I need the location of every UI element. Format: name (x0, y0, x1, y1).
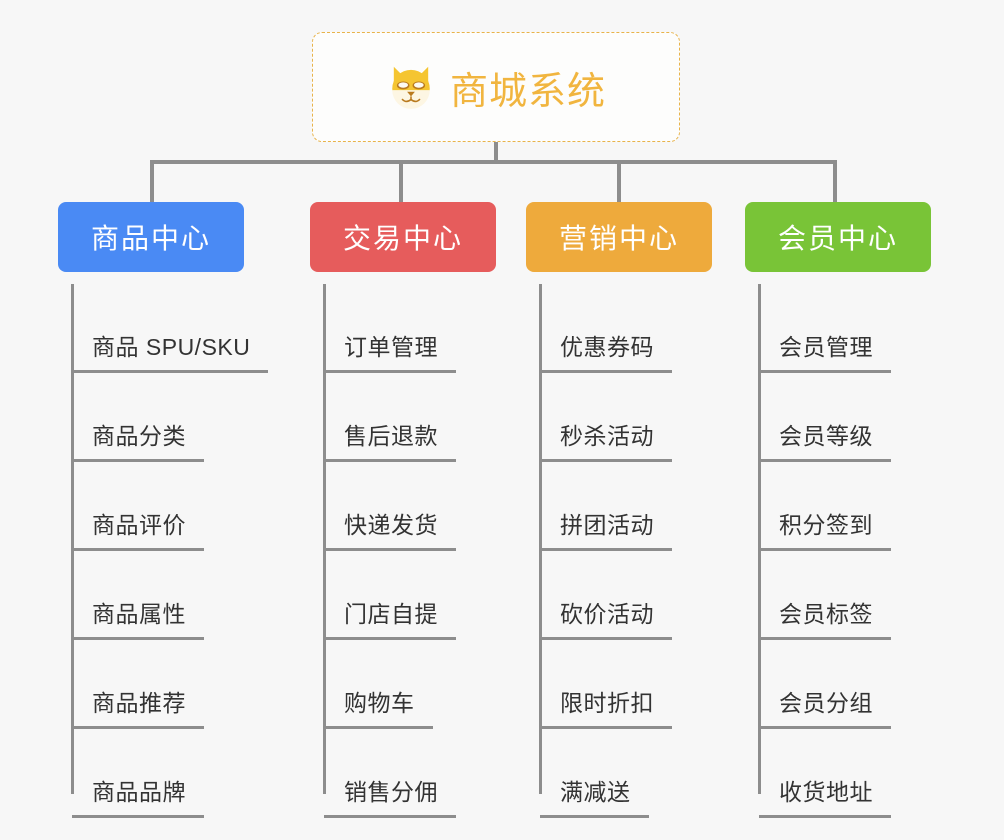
category-header-label: 会员中心 (777, 223, 898, 254)
leaf-item[interactable]: 商品评价 (72, 462, 244, 551)
leaf-item[interactable]: 积分签到 (759, 462, 931, 551)
connector-root-stem (494, 142, 498, 164)
leaf-item-label: 销售分佣 (344, 779, 438, 805)
leaf-item[interactable]: 商品品牌 (72, 729, 244, 818)
leaf-item-label: 商品属性 (92, 601, 186, 627)
leaf-item[interactable]: 购物车 (324, 640, 496, 729)
leaf-item[interactable]: 收货地址 (759, 729, 931, 818)
leaf-item[interactable]: 会员等级 (759, 373, 931, 462)
branch-column-trade: 交易中心 订单管理 售后退款 快递发货 门店自提 购物车 销售分佣 (310, 202, 496, 818)
leaf-item[interactable]: 商品属性 (72, 551, 244, 640)
leaf-item-label: 会员等级 (779, 423, 873, 449)
leaf-item[interactable]: 会员管理 (759, 284, 931, 373)
connector-drop-2 (617, 160, 621, 202)
leaf-item-label: 购物车 (344, 690, 415, 716)
leaf-item-label: 商品评价 (92, 512, 186, 538)
leaf-item-label: 售后退款 (344, 423, 438, 449)
category-header-member[interactable]: 会员中心 (745, 202, 931, 272)
root-node[interactable]: 商城系统 (312, 32, 680, 142)
leaf-rail (71, 284, 74, 794)
leaf-item-label: 砍价活动 (560, 601, 654, 627)
category-header-product[interactable]: 商品中心 (58, 202, 244, 272)
leaf-item-label: 满减送 (560, 779, 631, 805)
leaf-item-label: 会员标签 (779, 601, 873, 627)
leaf-list-member: 会员管理 会员等级 积分签到 会员标签 会员分组 收货地址 (745, 284, 931, 818)
leaf-item[interactable]: 会员分组 (759, 640, 931, 729)
connector-drop-3 (833, 160, 837, 202)
leaf-rail (323, 284, 326, 794)
leaf-item[interactable]: 满减送 (540, 729, 712, 818)
leaf-item[interactable]: 砍价活动 (540, 551, 712, 640)
leaf-list-marketing: 优惠券码 秒杀活动 拼团活动 砍价活动 限时折扣 满减送 (526, 284, 712, 818)
shiba-dog-face-icon (386, 62, 436, 112)
leaf-item-label: 商品 SPU/SKU (92, 334, 251, 360)
leaf-item[interactable]: 门店自提 (324, 551, 496, 640)
branch-column-product: 商品中心 商品 SPU/SKU 商品分类 商品评价 商品属性 商品推荐 商品品牌 (58, 202, 269, 818)
connector-bus (150, 160, 836, 164)
leaf-item[interactable]: 销售分佣 (324, 729, 496, 818)
leaf-item[interactable]: 商品推荐 (72, 640, 244, 729)
leaf-item-label: 会员分组 (779, 690, 873, 716)
connector-drop-1 (399, 160, 403, 202)
category-header-trade[interactable]: 交易中心 (310, 202, 496, 272)
leaf-item-label: 门店自提 (344, 601, 438, 627)
leaf-item-label: 优惠券码 (560, 334, 654, 360)
root-title: 商城系统 (449, 70, 606, 113)
leaf-item-label: 限时折扣 (560, 690, 654, 716)
category-header-label: 交易中心 (342, 223, 463, 254)
leaf-item[interactable]: 会员标签 (759, 551, 931, 640)
leaf-item[interactable]: 售后退款 (324, 373, 496, 462)
branch-column-member: 会员中心 会员管理 会员等级 积分签到 会员标签 会员分组 收货地址 (745, 202, 931, 818)
leaf-item[interactable]: 秒杀活动 (540, 373, 712, 462)
leaf-rail (539, 284, 542, 794)
leaf-list-trade: 订单管理 售后退款 快递发货 门店自提 购物车 销售分佣 (310, 284, 496, 818)
leaf-item-label: 拼团活动 (560, 512, 654, 538)
leaf-item-label: 商品分类 (92, 423, 186, 449)
leaf-item-label: 商品品牌 (92, 779, 186, 805)
branch-column-marketing: 营销中心 优惠券码 秒杀活动 拼团活动 砍价活动 限时折扣 满减送 (526, 202, 712, 818)
leaf-item[interactable]: 限时折扣 (540, 640, 712, 729)
leaf-item[interactable]: 拼团活动 (540, 462, 712, 551)
leaf-item-label: 积分签到 (779, 512, 873, 538)
leaf-item[interactable]: 商品分类 (72, 373, 244, 462)
leaf-rail (758, 284, 761, 794)
leaf-item-label: 商品推荐 (92, 690, 186, 716)
leaf-item[interactable]: 优惠券码 (540, 284, 712, 373)
leaf-item-label: 快递发货 (344, 512, 438, 538)
leaf-item-label: 会员管理 (779, 334, 873, 360)
leaf-item[interactable]: 订单管理 (324, 284, 496, 373)
leaf-item-label: 秒杀活动 (560, 423, 654, 449)
category-header-label: 商品中心 (90, 223, 211, 254)
leaf-item[interactable]: 快递发货 (324, 462, 496, 551)
connector-drop-0 (150, 160, 154, 202)
leaf-item-label: 收货地址 (779, 779, 873, 805)
category-header-label: 营销中心 (558, 223, 679, 254)
leaf-item-label: 订单管理 (344, 334, 438, 360)
leaf-list-product: 商品 SPU/SKU 商品分类 商品评价 商品属性 商品推荐 商品品牌 (58, 284, 269, 818)
category-header-marketing[interactable]: 营销中心 (526, 202, 712, 272)
leaf-item[interactable]: 商品 SPU/SKU (72, 284, 269, 373)
